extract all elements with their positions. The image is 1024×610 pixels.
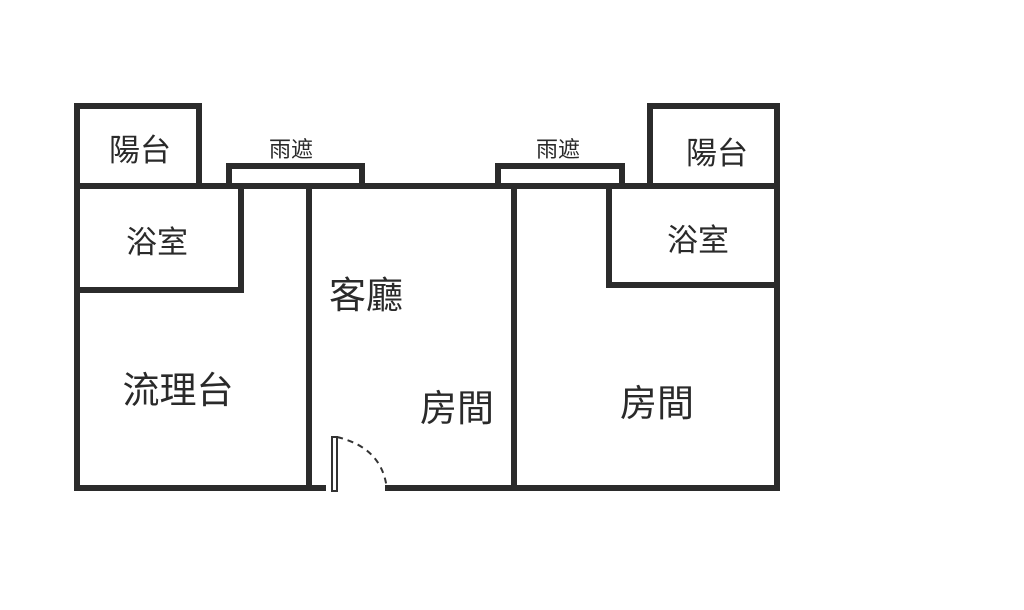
door-swing-arc: [336, 436, 388, 491]
walls: [74, 103, 780, 491]
kitchen-label: 流理台: [123, 369, 234, 412]
bath-left-label: 浴室: [126, 225, 188, 261]
balcony-left-wall: [74, 103, 202, 189]
bath-right-wall: [606, 183, 780, 288]
balcony-right-label: 陽台: [686, 136, 748, 172]
canopy-left-wall: [226, 163, 365, 189]
room-labels: 陽台 雨遮 浴室 流理台 客廳 房間 雨遮 陽台 浴室 房間: [109, 133, 748, 430]
balcony-left-label: 陽台: [109, 133, 171, 169]
bedroom-2-label: 房間: [620, 382, 694, 425]
balcony-right-wall: [647, 103, 780, 189]
canopy-left-label: 雨遮: [269, 138, 313, 163]
living-label: 客廳: [329, 274, 403, 317]
canopy-right-label: 雨遮: [536, 138, 580, 163]
bath-right-label: 浴室: [667, 223, 729, 259]
entrance-door: [331, 436, 388, 492]
bath-left-wall: [74, 183, 244, 293]
canopy-right-wall: [495, 163, 625, 189]
bedroom-1-label: 房間: [420, 387, 494, 430]
door-leaf: [331, 436, 338, 492]
